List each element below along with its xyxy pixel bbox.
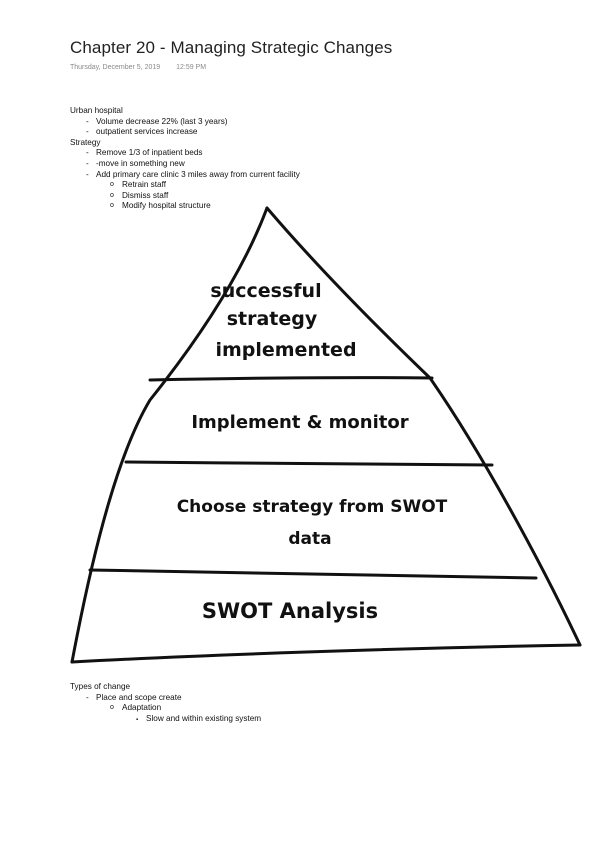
pyramid-diagram: successful strategy implemented Implemen… (70, 206, 582, 664)
note-heading-types-of-change: Types of change (70, 682, 131, 691)
pyramid-base (70, 643, 582, 664)
notes-top: Urban hospital -Volume decrease 22% (las… (70, 106, 300, 212)
page-date: Thursday, December 5, 2019 (70, 64, 161, 71)
page-timestamp: Thursday, December 5, 2019 12:59 PM (70, 64, 206, 71)
pyramid-left-edge (70, 206, 269, 664)
list-item: -Remove 1/3 of inpatient beds (86, 148, 203, 158)
pyramid-level-choose-line-1: Choose strategy from SWOT (177, 497, 448, 517)
sub-sub-list-item: ▪Slow and within existing system (136, 713, 262, 723)
list-item: --move in something new (86, 158, 185, 168)
pyramid-divider-3 (88, 568, 538, 580)
pyramid-divider-1 (148, 376, 434, 382)
notes-bottom: Types of change -Place and scope create … (70, 682, 261, 724)
note-heading-strategy: Strategy (70, 137, 101, 147)
note-heading-urban-hospital: Urban hospital (70, 106, 123, 115)
pyramid-top-line-3: implemented (215, 339, 356, 361)
list-item: -Add primary care clinic 3 miles away fr… (86, 169, 300, 179)
page-title: Chapter 20 - Managing Strategic Changes (70, 38, 393, 57)
pyramid-top-line-1: successful (210, 280, 321, 302)
list-item: -Volume decrease 22% (last 3 years) (86, 116, 228, 126)
list-item: -Place and scope create (86, 692, 182, 702)
pyramid-level-choose-line-2: data (288, 529, 331, 549)
pyramid-top-line-2: strategy (227, 308, 318, 330)
pyramid-divider-2 (124, 460, 494, 467)
list-item: -outpatient services increase (86, 127, 198, 137)
pyramid-level-implement: Implement & monitor (191, 412, 408, 433)
pyramid-level-swot: SWOT Analysis (202, 599, 378, 623)
page-time: 12:59 PM (176, 64, 207, 71)
